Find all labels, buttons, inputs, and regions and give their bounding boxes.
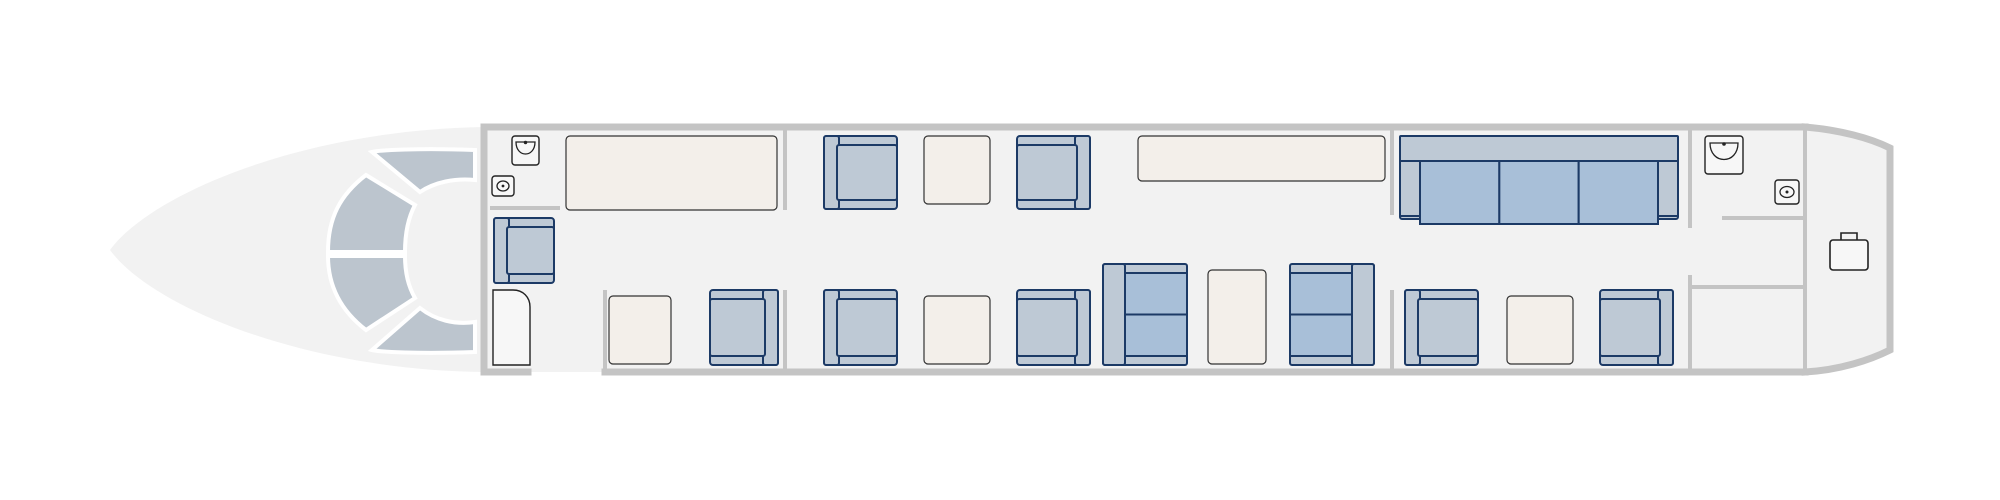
luggage-icon [1829, 232, 1869, 271]
seat [1016, 135, 1091, 210]
fwd-lav-toilet [491, 175, 515, 197]
seat [823, 135, 898, 210]
cockpit-seat-segment [367, 305, 477, 355]
seat [1404, 289, 1479, 366]
cockpit-seat-ring [325, 147, 477, 355]
forward-closet [492, 289, 531, 366]
side-table [1506, 295, 1574, 365]
seat [1016, 289, 1091, 366]
seats-layer [493, 135, 1679, 366]
side-table [608, 295, 672, 365]
credenza [1137, 135, 1386, 182]
fwd-lav-sink [511, 135, 540, 166]
sofa-cushion [1577, 160, 1659, 225]
galley-counter [565, 135, 778, 211]
dining-table [1207, 269, 1267, 365]
cockpit-seat-segment [325, 172, 418, 254]
toilet-icon [496, 180, 510, 192]
divan-seat [1102, 263, 1188, 366]
seat [493, 217, 555, 284]
side-table [923, 135, 991, 205]
sink-icon [515, 141, 536, 155]
sink-icon [1709, 142, 1739, 160]
divan-seat [1289, 263, 1375, 366]
cockpit-seat-segment [367, 147, 477, 195]
side-table [923, 295, 991, 365]
sofa-cushion [1419, 160, 1501, 225]
toilet-icon [1779, 185, 1795, 199]
seat [709, 289, 779, 366]
seat [1599, 289, 1674, 366]
three-place-sofa [1399, 135, 1679, 225]
aft-lav-sink [1704, 135, 1744, 175]
seat [823, 289, 898, 366]
aft-lav-toilet [1774, 179, 1800, 205]
sofa-cushion [1498, 160, 1580, 225]
cockpit-seat-segment [325, 254, 418, 333]
cabin-walls [480, 123, 1894, 376]
